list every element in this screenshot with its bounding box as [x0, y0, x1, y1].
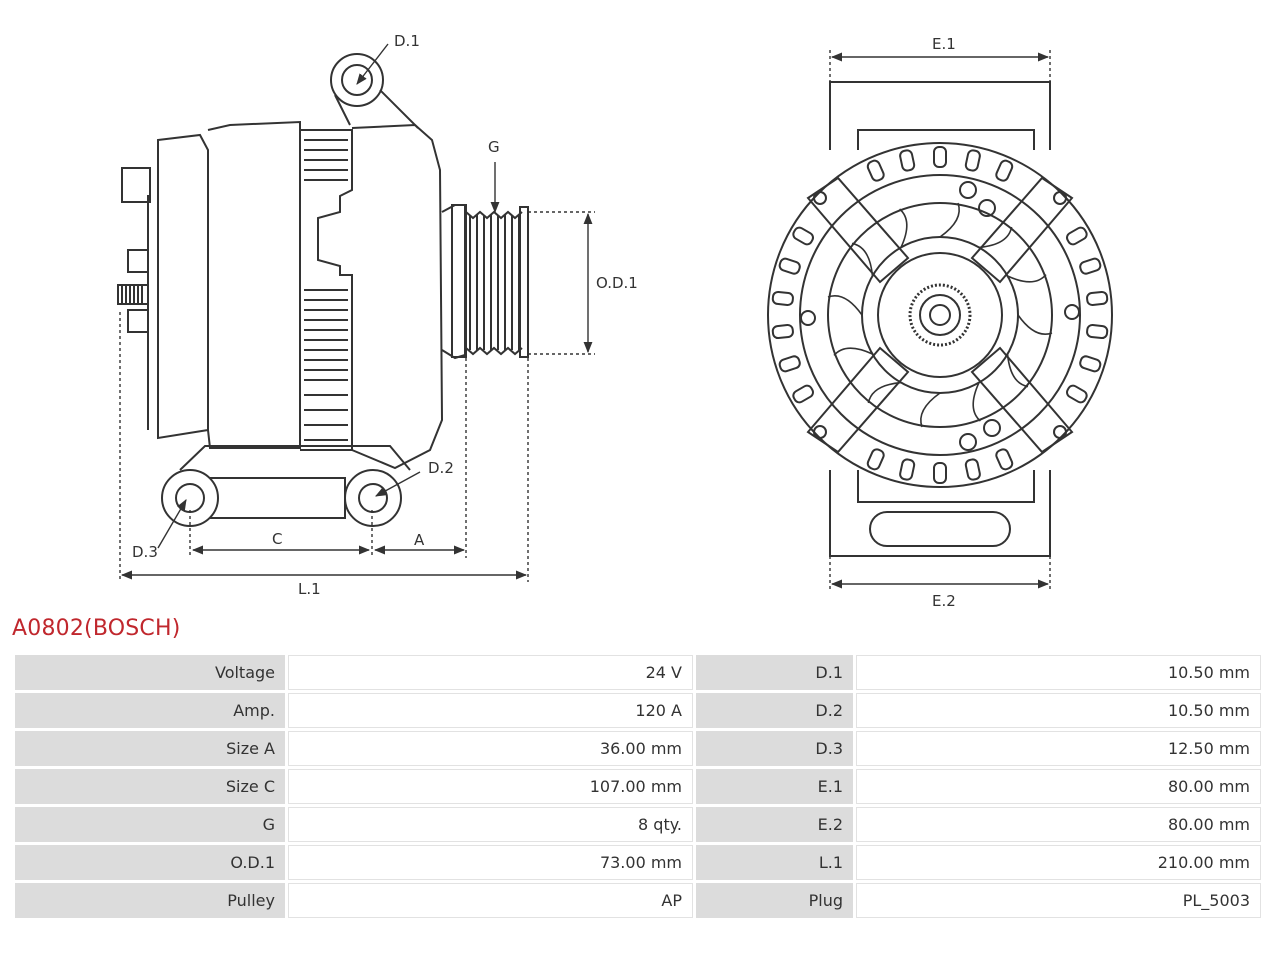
cooling-slot	[771, 323, 794, 340]
label-g: G	[488, 138, 500, 156]
spec-label: E.1	[696, 769, 853, 804]
spec-value: 8 qty.	[288, 807, 693, 842]
spec-label: D.1	[696, 655, 853, 690]
spec-value: 10.50 mm	[856, 655, 1261, 690]
cooling-slot	[1066, 384, 1088, 404]
spec-label: Size C	[15, 769, 285, 804]
fan-blade	[899, 208, 908, 248]
fan-blade	[1007, 274, 1047, 283]
cooling-slot	[866, 448, 885, 471]
cooling-slot	[778, 257, 801, 275]
front-dimensions	[829, 50, 1051, 590]
cooling-slot	[792, 226, 814, 246]
fan-blade	[827, 295, 863, 316]
cooling-slot	[933, 146, 947, 168]
spec-label: O.D.1	[15, 845, 285, 880]
fan-blade	[867, 381, 902, 404]
label-d3: D.3	[132, 543, 158, 561]
cooling-slot	[1086, 323, 1109, 340]
cooling-slots	[771, 146, 1109, 484]
cooling-slot	[1079, 355, 1102, 373]
spec-label: Voltage	[15, 655, 285, 690]
spec-value: 210.00 mm	[856, 845, 1261, 880]
fan-blade	[833, 347, 873, 356]
side-view	[117, 53, 529, 527]
label-e1: E.1	[932, 35, 956, 53]
spec-label: D.3	[696, 731, 853, 766]
fan-blade	[972, 382, 981, 422]
spec-value: 107.00 mm	[288, 769, 693, 804]
fan-blade	[1006, 353, 1029, 388]
spec-label: L.1	[696, 845, 853, 880]
spec-value: 24 V	[288, 655, 693, 690]
cooling-slot	[964, 149, 981, 172]
cooling-slot	[933, 462, 947, 484]
label-d2: D.2	[428, 459, 454, 477]
spec-value: 73.00 mm	[288, 845, 693, 880]
cooling-slot	[1079, 257, 1102, 275]
spec-value: 120 A	[288, 693, 693, 728]
cooling-slot	[1086, 290, 1109, 307]
spec-label: D.2	[696, 693, 853, 728]
spec-label: Size A	[15, 731, 285, 766]
spec-label: G	[15, 807, 285, 842]
spec-value: 80.00 mm	[856, 769, 1261, 804]
cooling-slot	[964, 458, 981, 481]
cooling-slot	[792, 384, 814, 404]
product-title: A0802(BOSCH)	[12, 616, 181, 641]
spec-value: 12.50 mm	[856, 731, 1261, 766]
spec-value: AP	[288, 883, 693, 918]
alternator-technical-drawing: D.1 G O.D.1 D.2 D.3 C A L.1 E.1 E.2	[117, 32, 1113, 610]
fan-blade	[978, 226, 1013, 249]
label-e2: E.2	[932, 592, 956, 610]
fan-blade	[920, 392, 941, 428]
spec-label: E.2	[696, 807, 853, 842]
cooling-slot	[899, 458, 916, 481]
label-a: A	[414, 531, 425, 549]
label-od1: O.D.1	[596, 274, 638, 292]
spec-value: 80.00 mm	[856, 807, 1261, 842]
cooling-slot	[899, 149, 916, 172]
cooling-slot	[771, 290, 794, 307]
spec-label: Plug	[696, 883, 853, 918]
cooling-slot	[995, 159, 1014, 182]
cooling-slot	[1066, 226, 1088, 246]
spec-label: Pulley	[15, 883, 285, 918]
fan-blades	[827, 202, 1053, 428]
dimension-labels: D.1 G O.D.1 D.2 D.3 C A L.1 E.1 E.2	[132, 32, 956, 610]
side-dimensions	[119, 43, 595, 582]
spec-value: 36.00 mm	[288, 731, 693, 766]
spec-value: PL_5003	[856, 883, 1261, 918]
label-d1: D.1	[394, 32, 420, 50]
spec-label: Amp.	[15, 693, 285, 728]
fan-blade	[939, 202, 960, 238]
cooling-slot	[995, 448, 1014, 471]
fan-blade	[1017, 314, 1053, 335]
cooling-slot	[778, 355, 801, 373]
label-c: C	[272, 530, 282, 548]
label-l1: L.1	[298, 580, 321, 598]
front-view	[767, 81, 1113, 557]
fan-blade	[851, 242, 874, 277]
cooling-slot	[866, 159, 885, 182]
spec-value: 10.50 mm	[856, 693, 1261, 728]
